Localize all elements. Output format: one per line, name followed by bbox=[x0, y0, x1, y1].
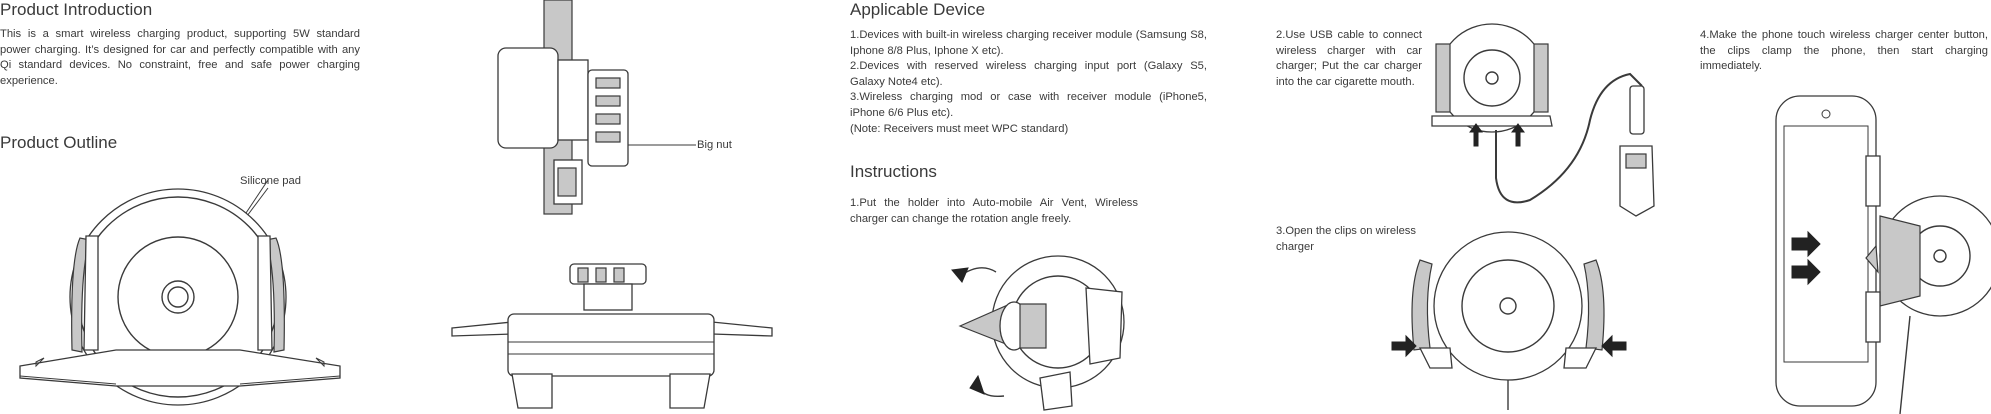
intro-title: Product Introduction bbox=[0, 0, 153, 19]
intro-body: This is a smart wireless charging produc… bbox=[0, 28, 360, 87]
charger-front-view bbox=[19, 179, 341, 406]
step4-illustration bbox=[1775, 95, 1991, 414]
instruction-step-1: 1.Put the holder into Auto-mobile Air Ve… bbox=[850, 197, 1138, 225]
applicable-body: 1.Devices with built-in wireless chargin… bbox=[850, 29, 1207, 135]
instructions-title: Instructions bbox=[850, 162, 937, 181]
instruction-step-3: 3.Open the clips on wireless charger bbox=[1276, 225, 1416, 253]
step2-illustration bbox=[1431, 23, 1655, 217]
big-nut-callout: Big nut bbox=[697, 139, 732, 151]
step3-illustration bbox=[1391, 231, 1627, 410]
outline-title: Product Outline bbox=[0, 133, 118, 152]
silicone-pad-callout: Silicone pad bbox=[240, 175, 301, 187]
instruction-step-2: 2.Use USB cable to connect wireless char… bbox=[1276, 29, 1422, 88]
step1-illustration bbox=[951, 255, 1125, 411]
applicable-title: Applicable Device bbox=[850, 0, 986, 19]
instruction-step-4: 4.Make the phone touch wireless charger … bbox=[1700, 29, 1988, 73]
charger-side-view bbox=[497, 0, 696, 215]
vent-clip-view bbox=[451, 263, 773, 409]
